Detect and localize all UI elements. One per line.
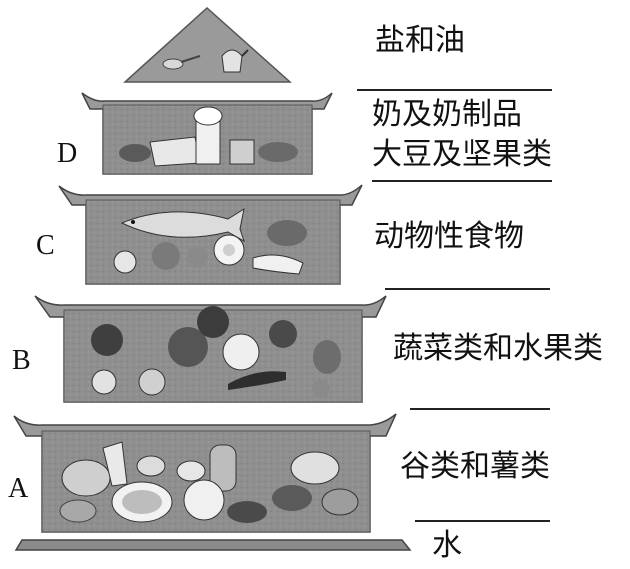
tier-c-animal-foods xyxy=(58,184,363,285)
divider-line xyxy=(357,89,552,91)
tier-letter-c: C xyxy=(36,230,55,261)
label-animal-foods: 动物性食物 xyxy=(374,219,524,254)
label-dairy: 奶及奶制品 xyxy=(372,97,522,132)
tier-salt-oil xyxy=(123,6,292,83)
tier-letter-a: A xyxy=(8,473,29,504)
tier-a-grains-tubers xyxy=(13,413,397,533)
label-grains-tubers: 谷类和薯类 xyxy=(400,449,550,484)
divider-line xyxy=(385,288,550,290)
tier-letter-b: B xyxy=(12,345,31,376)
label-vegetables-fruits: 蔬菜类和水果类 xyxy=(393,331,603,366)
divider-line xyxy=(410,408,550,410)
tier-d-dairy-soy xyxy=(81,92,333,175)
divider-line xyxy=(415,520,550,522)
label-water: 水 xyxy=(432,528,462,563)
divider-line xyxy=(372,180,552,182)
tier-letter-d: D xyxy=(57,138,78,169)
label-soy-nuts: 大豆及坚果类 xyxy=(372,137,552,172)
label-salt-oil: 盐和油 xyxy=(375,23,465,58)
tier-b-vegetables-fruits xyxy=(34,295,387,403)
tier-base-water xyxy=(14,539,412,551)
